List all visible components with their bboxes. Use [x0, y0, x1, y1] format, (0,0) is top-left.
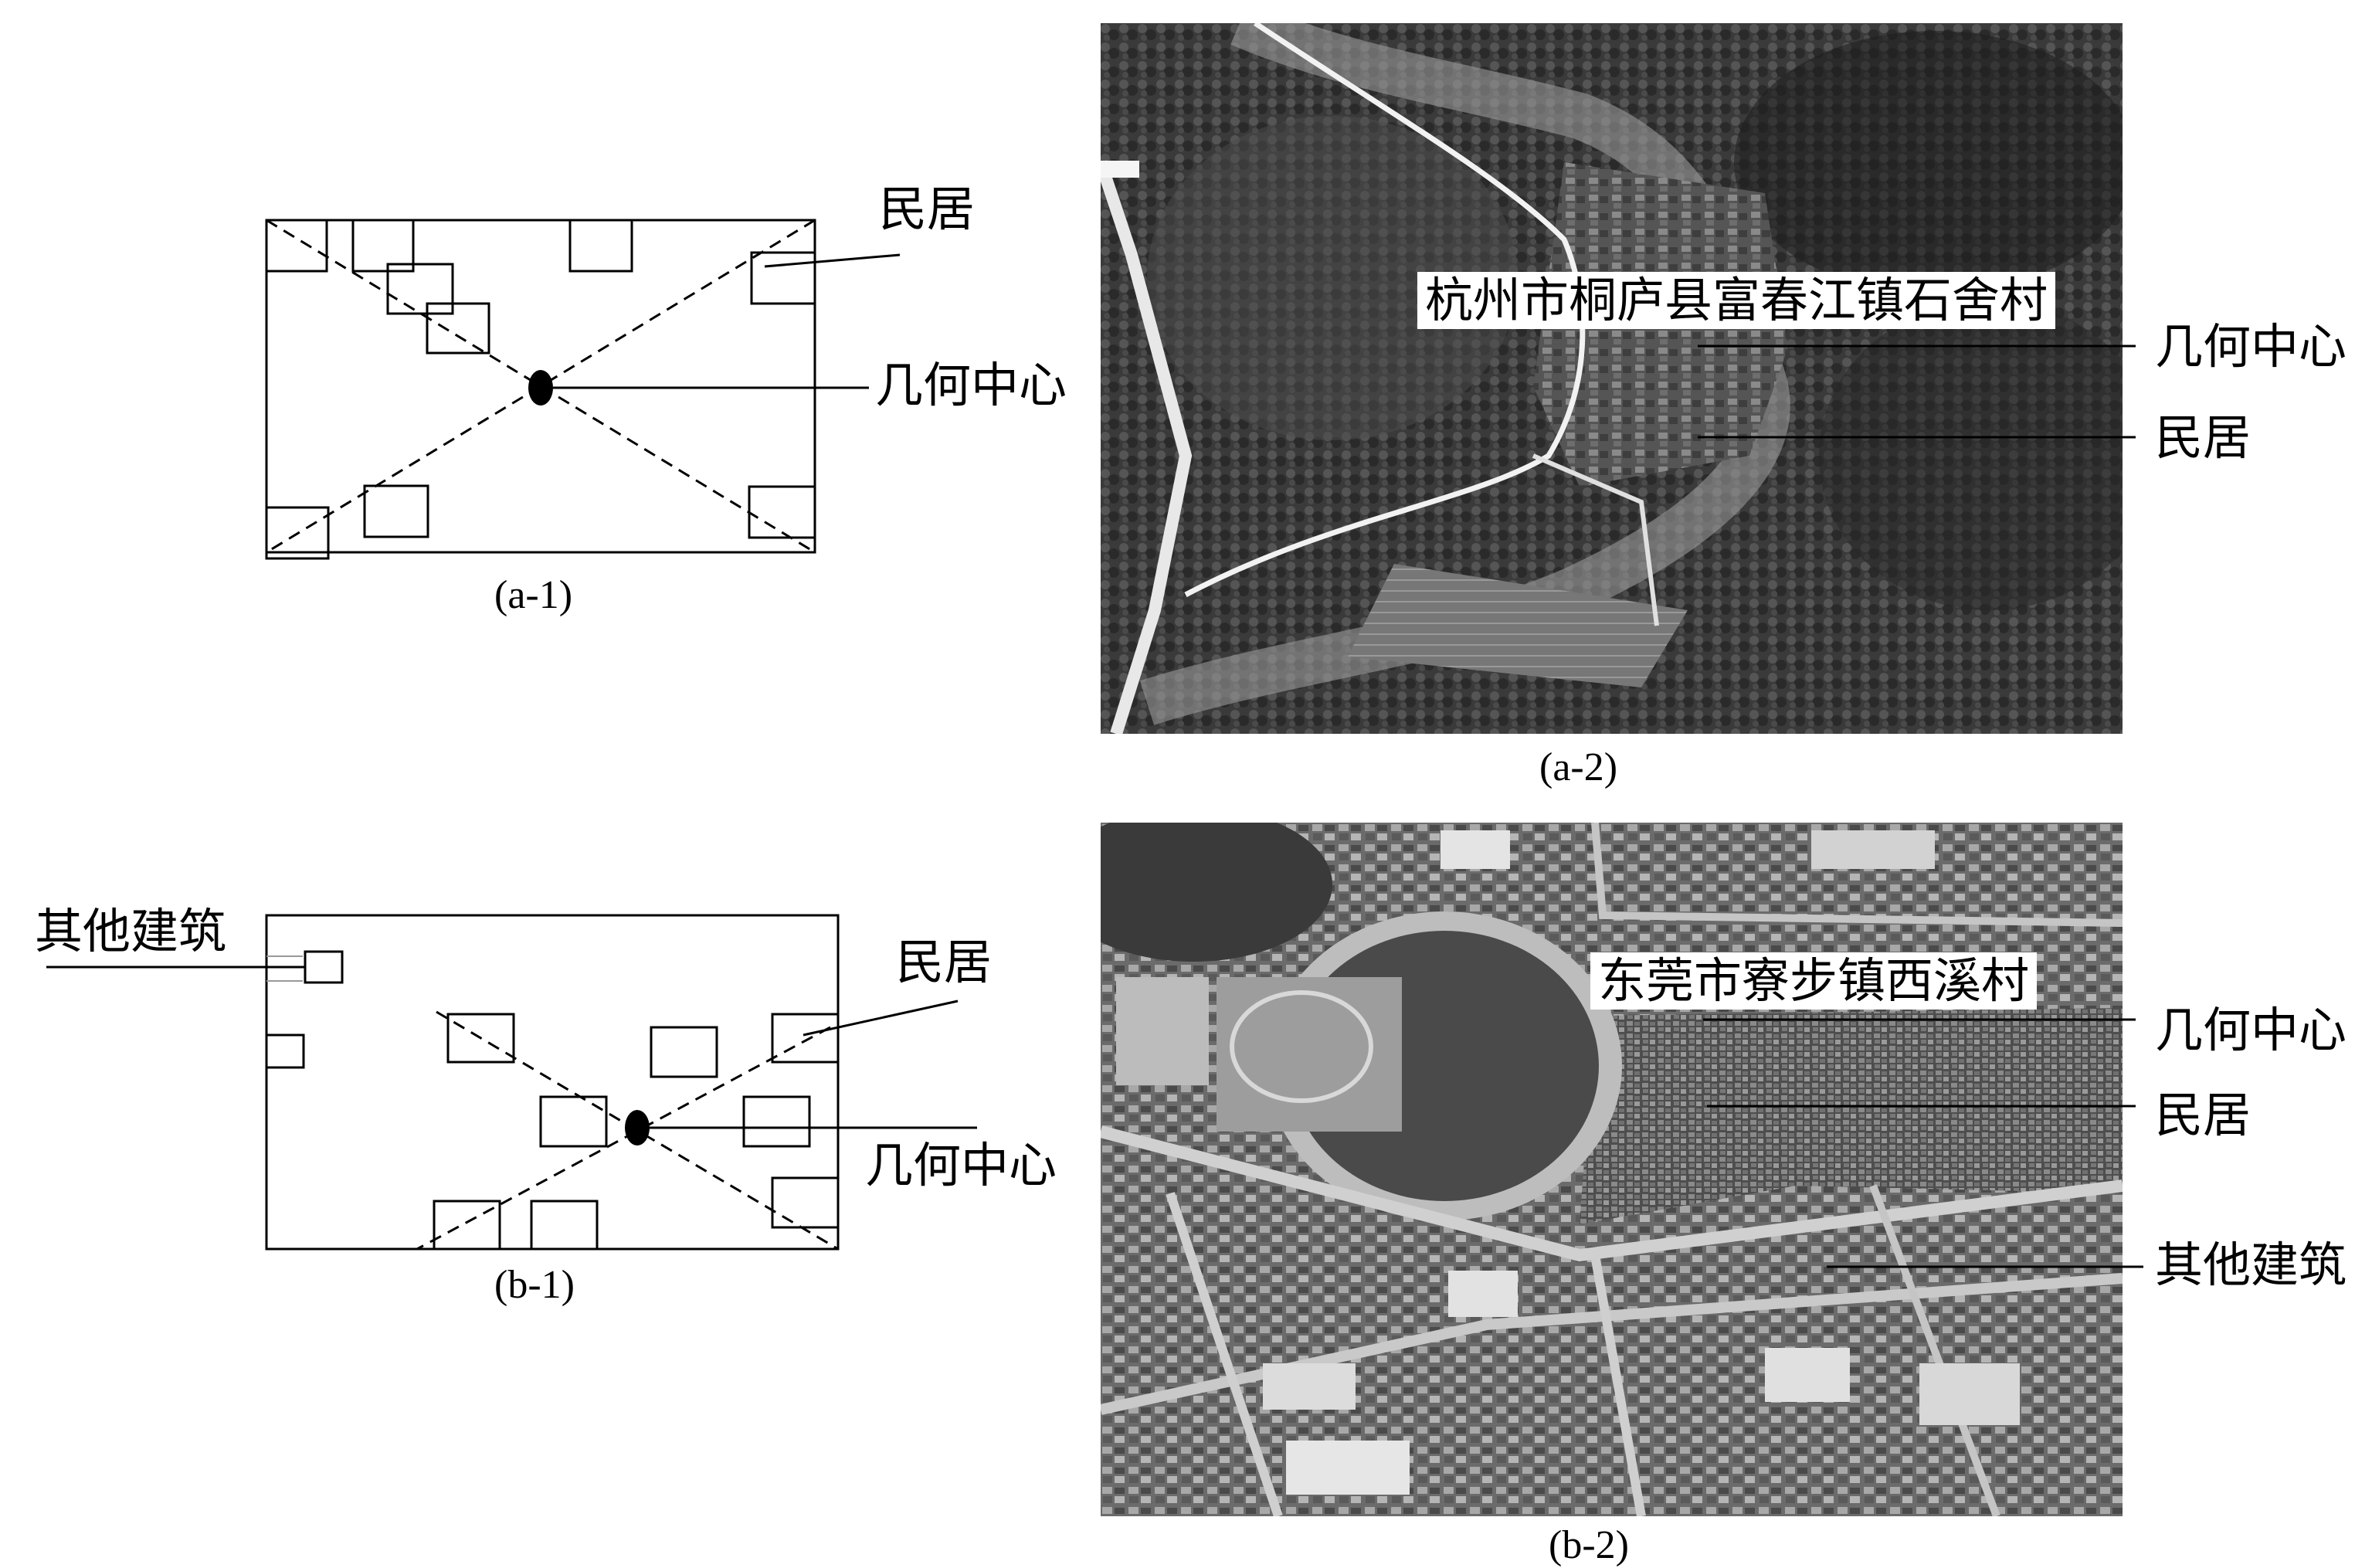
label-center-b2: 几何中心 [2155, 1002, 2347, 1058]
caption-b1: (b-1) [494, 1263, 575, 1307]
diagonal-line [416, 1026, 831, 1251]
satellite-image-a2: 杭州市桐庐县富春江镇石舍村 [1101, 23, 2123, 734]
other-building-box [265, 1033, 305, 1069]
residence-box [426, 302, 490, 355]
residence-box [771, 1013, 840, 1064]
residence-box [750, 251, 816, 305]
caption-a2: (a-2) [1539, 745, 1618, 789]
label-center-b1: 几何中心 [865, 1137, 1057, 1193]
caption-a1: (a-1) [494, 573, 573, 617]
label-other-building-b1: 其他建筑 [35, 903, 227, 959]
satellite-image-b2: 东莞市寮步镇西溪村 [1101, 823, 2123, 1516]
residence-box [265, 219, 328, 273]
diagonal-line [266, 219, 816, 554]
diagonal-line [266, 219, 816, 554]
label-residence-a1: 民居 [879, 181, 976, 237]
village-name-label-a2: 杭州市桐庐县富春江镇石舍村 [1417, 272, 2056, 329]
diagram-a1 [265, 219, 901, 560]
residence-box [650, 1026, 718, 1078]
leader-line-residence [764, 253, 901, 268]
residence-box [530, 1200, 599, 1251]
village-boundary-a1 [265, 219, 816, 554]
label-residence-b1: 民居 [896, 934, 993, 990]
residence-box [433, 1200, 501, 1251]
residence-box [386, 263, 454, 315]
geometric-center-dot [528, 370, 553, 406]
leader-line-residence [803, 1000, 959, 1037]
geometric-center-dot [625, 1110, 650, 1145]
residence-box [748, 485, 816, 539]
label-other-building-b2: 其他建筑 [2155, 1237, 2347, 1293]
residence-box [363, 484, 429, 538]
label-residence-b2: 民居 [2155, 1087, 2252, 1143]
residence-box [539, 1095, 608, 1148]
label-center-a2: 几何中心 [2155, 318, 2347, 375]
label-center-a1: 几何中心 [875, 357, 1067, 413]
caption-b2: (b-2) [1549, 1523, 1629, 1567]
residence-box [446, 1013, 515, 1064]
label-residence-a2: 民居 [2155, 409, 2252, 466]
residence-box [351, 219, 415, 273]
village-name-label-b2: 东莞市寮步镇西溪村 [1590, 952, 2038, 1010]
diagram-b1 [46, 914, 977, 1251]
residence-box [771, 1176, 840, 1229]
residence-box [265, 506, 330, 560]
residence-box [742, 1095, 811, 1148]
residence-box [568, 219, 633, 273]
